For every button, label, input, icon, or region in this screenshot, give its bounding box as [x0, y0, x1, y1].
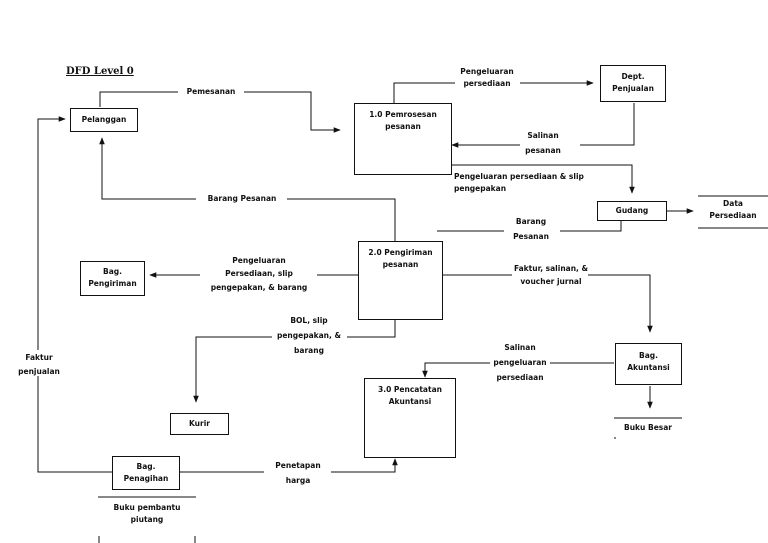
entity-bag-akuntansi-line1: Bag. — [639, 351, 658, 360]
entity-kurir-label: Kurir — [189, 419, 210, 428]
flow-bol-a — [347, 320, 396, 338]
flow-label-barang-gudang-line2: Pesanan — [513, 232, 549, 241]
flow-faktur-b — [588, 274, 653, 333]
store-data-persediaan-line2: Persediaan — [709, 211, 757, 220]
flow-label-penetapan-line1: Penetapan — [275, 461, 321, 470]
entity-dept-penjualan-line2: Penjualan — [612, 84, 654, 93]
entity-bag-penagihan-line2: Penagihan — [123, 474, 169, 483]
flow-gudang-barang — [560, 221, 622, 232]
flow-bol-b — [193, 336, 272, 403]
entity-gudang: Gudang — [597, 201, 667, 221]
flow-faktur-penjualan-top — [37, 116, 66, 350]
entity-bag-akuntansi-line2: Akuntansi — [627, 363, 670, 372]
flow-label-pengiriman-line1: Pengeluaran — [232, 256, 286, 265]
store-buku-besar-label: Buku Besar — [623, 423, 673, 432]
process-3-line2: Akuntansi — [388, 397, 432, 406]
flow-label-salinan-pengeluaran-line3: persediaan — [496, 373, 544, 382]
flow-label-penetapan-line2: harga — [285, 476, 311, 485]
flow-label-salinan-pesanan-line2: pesanan — [525, 146, 561, 155]
entity-gudang-label: Gudang — [615, 206, 649, 215]
flow-label-pemesanan: Pemesanan — [186, 87, 236, 96]
flow-penetapan-b — [331, 458, 398, 473]
flow-salinan-pesanan — [580, 103, 635, 146]
flow-label-barang-gudang-line1: Barang — [515, 217, 547, 226]
entity-bag-penagihan: Bag. Penagihan — [112, 456, 180, 490]
process-3-line1: 3.0 Pencatatan — [378, 385, 442, 394]
flow-pemesanan-left — [99, 91, 178, 107]
process-1-line1: 1.0 Pemrosesan — [369, 110, 437, 119]
flow-label-salinan-pengeluaran-line2: pengeluaran — [493, 358, 547, 367]
flow-pemesanan-right — [244, 91, 341, 133]
entity-kurir: Kurir — [170, 413, 229, 435]
flow-label-faktur-salinan-line2: voucher jurnal — [520, 277, 582, 286]
flow-label-faktur-penjualan-line1: Faktur — [25, 353, 53, 362]
flow-label-pengeluaran-line2: persediaan — [463, 79, 511, 88]
flow-label-pengiriman-line2: Persediaan, slip — [225, 269, 293, 278]
flow-label-bol-line3: barang — [294, 346, 324, 355]
flow-label-barang-pesanan: Barang Pesanan — [207, 194, 277, 203]
entity-bag-pengiriman-line2: Pengiriman — [88, 279, 137, 288]
process-3-pencatatan-akuntansi: 3.0 Pencatatan Akuntansi — [364, 378, 456, 458]
flow-barang-pesanan-left — [99, 137, 196, 200]
flow-label-salinan-pengeluaran-line1: Salinan — [504, 343, 536, 352]
flow-salinan-pengeluaran-b — [422, 362, 490, 378]
store-buku-pembantu-line1: Buku pembantu — [113, 503, 181, 512]
flow-label-pengeluaran-slip-line2: pengepakan — [454, 184, 507, 193]
flow-faktur-penjualan-bottom — [37, 376, 112, 473]
entity-bag-penagihan-line1: Bag. — [136, 462, 156, 471]
process-2-pengiriman-pesanan: 2.0 Pengiriman pesanan — [358, 241, 443, 320]
flow-label-pengeluaran-line1: Pengeluaran — [460, 67, 514, 76]
flow-label-salinan-pesanan-line1: Salinan — [527, 131, 559, 140]
entity-dept-penjualan: Dept. Penjualan — [600, 65, 666, 102]
store-data-persediaan-line1: Data — [723, 199, 743, 208]
process-1-pemrosesan-pesanan: 1.0 Pemrosesan pesanan — [354, 103, 452, 175]
flow-label-pengiriman-line3: pengepakan, & barang — [210, 283, 308, 292]
entity-pelanggan-label: Pelanggan — [81, 115, 127, 124]
flow-to-gudang — [452, 164, 635, 194]
entity-dept-penjualan-line1: Dept. — [621, 72, 645, 81]
flow-label-faktur-penjualan-line2: penjualan — [18, 367, 60, 376]
entity-bag-pengiriman: Bag. Pengiriman — [80, 261, 145, 296]
flow-label-bol-line1: BOL, slip — [290, 316, 328, 325]
process-1-line2: pesanan — [385, 122, 421, 131]
entity-pelanggan: Pelanggan — [70, 108, 138, 132]
process-2-line1: 2.0 Pengiriman — [368, 248, 433, 257]
process-2-line2: pesanan — [382, 260, 419, 269]
flow-label-pengeluaran-slip-line1: Pengeluaran persediaan & slip — [454, 172, 584, 181]
entity-bag-pengiriman-line1: Bag. — [103, 267, 122, 276]
flow-barang-pesanan-right — [287, 198, 396, 241]
page-title: DFD Level 0 — [66, 66, 134, 77]
store-buku-pembantu-line2: piutang — [130, 515, 164, 524]
flow-label-faktur-salinan-line1: Faktur, salinan, & — [513, 264, 589, 273]
flow-label-bol-line2: pengepakan, & — [276, 331, 342, 340]
flow-pengeluaran-dept — [393, 82, 455, 103]
entity-bag-akuntansi: Bag. Akuntansi — [615, 343, 682, 385]
